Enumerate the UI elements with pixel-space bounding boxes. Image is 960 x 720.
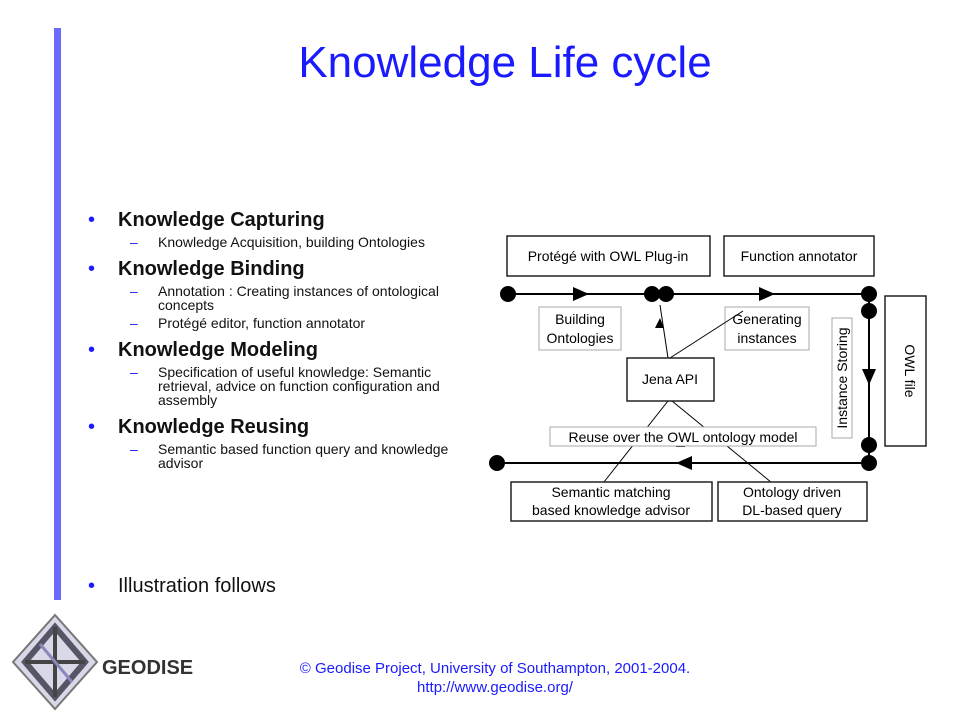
sub-bullet-text: Protégé editor, function annotator [158, 315, 366, 331]
knowledge-lifecycle-diagram: Protégé with OWL Plug-in Function annota… [489, 235, 927, 522]
instance-storing-label: Instance Storing [834, 327, 850, 428]
sub-bullet-text: Specification of useful knowledge: Seman… [158, 364, 440, 408]
jena-api-box [626, 357, 715, 402]
building-label-2: Ontologies [547, 330, 614, 346]
owl-file-label: OWL file [902, 344, 918, 397]
dash-icon: – [130, 234, 138, 250]
page-title: Knowledge Life cycle [298, 38, 712, 87]
footer: © Geodise Project, University of Southam… [270, 659, 720, 697]
dash-icon: – [130, 315, 138, 331]
instance-storing-box [831, 317, 853, 439]
semantic-matching-box [510, 481, 713, 522]
protege-label: Protégé with OWL Plug-in [528, 248, 689, 264]
protege-box [506, 235, 711, 277]
bullet-modeling: • Knowledge Modeling [88, 338, 488, 362]
dash-icon: – [130, 441, 138, 457]
dash-icon: – [130, 283, 138, 299]
sub-bullet-text: Annotation : Creating instances of ontol… [158, 283, 439, 313]
footer-copyright: © Geodise Project, University of Southam… [299, 660, 691, 677]
bullet-dot-icon: • [88, 258, 96, 280]
function-annotator-label: Function annotator [741, 248, 858, 264]
function-annotator-box [723, 235, 875, 277]
bullet-binding: • Knowledge Binding [88, 257, 488, 281]
node-dot [861, 303, 877, 319]
bullet-label: Knowledge Capturing [118, 209, 325, 231]
sub-bullet: – Protégé editor, function annotator [88, 316, 488, 330]
reuse-label: Reuse over the OWL ontology model [568, 429, 797, 445]
bullet-list: • Knowledge Capturing – Knowledge Acquisit… [88, 200, 488, 474]
illustration-text: Illustration follows [118, 575, 276, 597]
left-accent-bar [54, 28, 61, 600]
jena-to-generating-line [669, 310, 744, 359]
generating-label-1: Generating [732, 311, 801, 327]
ontology-driven-box [717, 481, 868, 522]
node-dot [489, 455, 505, 471]
dash-icon: – [130, 364, 138, 380]
bullet-dot-icon: • [88, 209, 96, 231]
sub-bullet-text: Semantic based function query and knowle… [158, 441, 449, 471]
bullet-dot-icon: • [88, 575, 96, 597]
bullet-label: Knowledge Modeling [118, 339, 318, 361]
arrow-down-icon [862, 369, 876, 385]
semantic-label-2: based knowledge advisor [532, 502, 690, 518]
illustration-note: • Illustration follows [88, 575, 276, 598]
sub-bullet: – Knowledge Acquisition, building Ontolog… [88, 235, 488, 249]
bullet-label: Knowledge Binding [118, 258, 305, 280]
arrow-left-icon [676, 456, 692, 470]
jena-to-top-line [659, 304, 669, 359]
jena-api-label: Jena API [642, 371, 698, 387]
sub-bullet: – Specification of useful knowledge: Sema… [88, 365, 488, 407]
sub-bullet-text: Knowledge Acquisition, building Ontologi… [158, 234, 425, 250]
bullet-label: Knowledge Reusing [118, 416, 310, 438]
geodise-logo: GEODISE [11, 613, 193, 711]
sub-bullet: – Semantic based function query and knowl… [88, 442, 488, 470]
generating-label-2: instances [737, 330, 796, 346]
building-ontologies-box [538, 306, 622, 351]
node-dot [644, 286, 660, 302]
semantic-label-1: Semantic matching [551, 484, 670, 500]
bullet-dot-icon: • [88, 339, 96, 361]
node-dot [658, 286, 674, 302]
arrow-up-icon [655, 318, 664, 328]
logo-text: GEODISE [102, 657, 193, 679]
bullet-reusing: • Knowledge Reusing [88, 415, 488, 439]
bullet-capturing: • Knowledge Capturing [88, 208, 488, 232]
sub-bullet: – Annotation : Creating instances of onto… [88, 284, 488, 312]
ontology-label-1: Ontology driven [743, 484, 841, 500]
building-label-1: Building [555, 311, 605, 327]
ontology-label-2: DL-based query [742, 502, 842, 518]
bullet-dot-icon: • [88, 416, 96, 438]
arrow-right-icon [573, 287, 589, 301]
owl-file-box [884, 295, 927, 447]
reuse-box [549, 426, 817, 447]
footer-url[interactable]: http://www.geodise.org/ [417, 679, 573, 696]
arrow-right-icon [759, 287, 775, 301]
node-dot [500, 286, 516, 302]
node-dot [861, 437, 877, 453]
